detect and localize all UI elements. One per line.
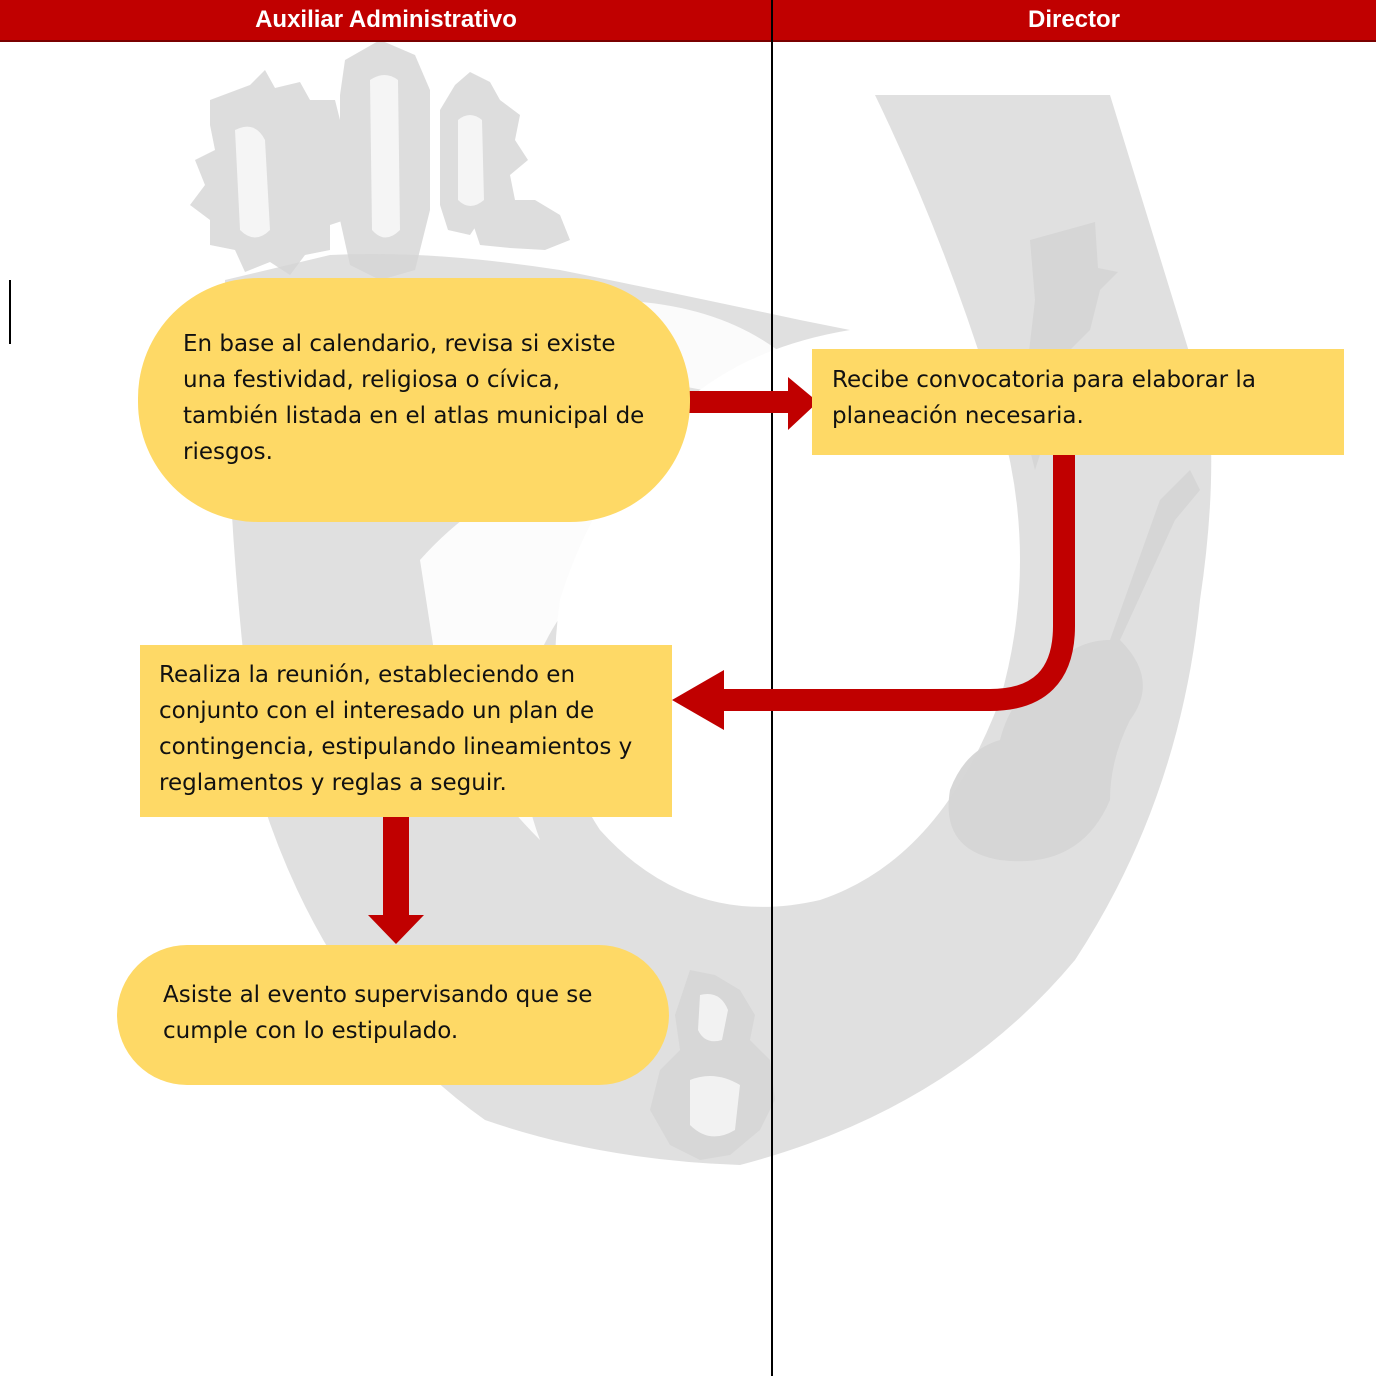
arrow-n2-n3-shaft xyxy=(720,455,1075,711)
cactus-gear-emblem xyxy=(190,40,570,280)
arrow-n3-n4-head xyxy=(368,915,424,944)
arrow-n2-to-n3 xyxy=(672,455,1075,730)
lane-header-auxiliar-administrativo: Auxiliar Administrativo xyxy=(255,6,517,33)
cactus-motif-lower xyxy=(650,970,775,1160)
arrow-n2-n3-head xyxy=(672,670,724,730)
flow-node-realiza-reunion: Realiza la reunión, estableciendo en con… xyxy=(140,645,672,817)
arrow-n1-to-n2 xyxy=(688,377,818,430)
lane-divider xyxy=(771,0,773,1376)
lane-header-director: Director xyxy=(1027,6,1121,33)
flow-node-asiste-evento: Asiste al evento supervisando que se cum… xyxy=(117,945,669,1085)
swimlane-header: Auxiliar Administrativo Director xyxy=(0,0,1376,42)
violin-icon xyxy=(948,470,1200,862)
flow-node-revisa-calendario: En base al calendario, revisa si existe … xyxy=(138,278,690,522)
flow-node-recibe-convocatoria: Recibe convocatoria para elaborar la pla… xyxy=(812,349,1344,455)
arrow-n1-n2-shaft xyxy=(688,391,790,413)
text-cursor xyxy=(9,280,11,344)
arrow-n1-n2-head xyxy=(788,377,818,430)
arrow-n3-to-n4 xyxy=(368,815,424,944)
arrow-n3-n4-shaft xyxy=(383,815,409,920)
